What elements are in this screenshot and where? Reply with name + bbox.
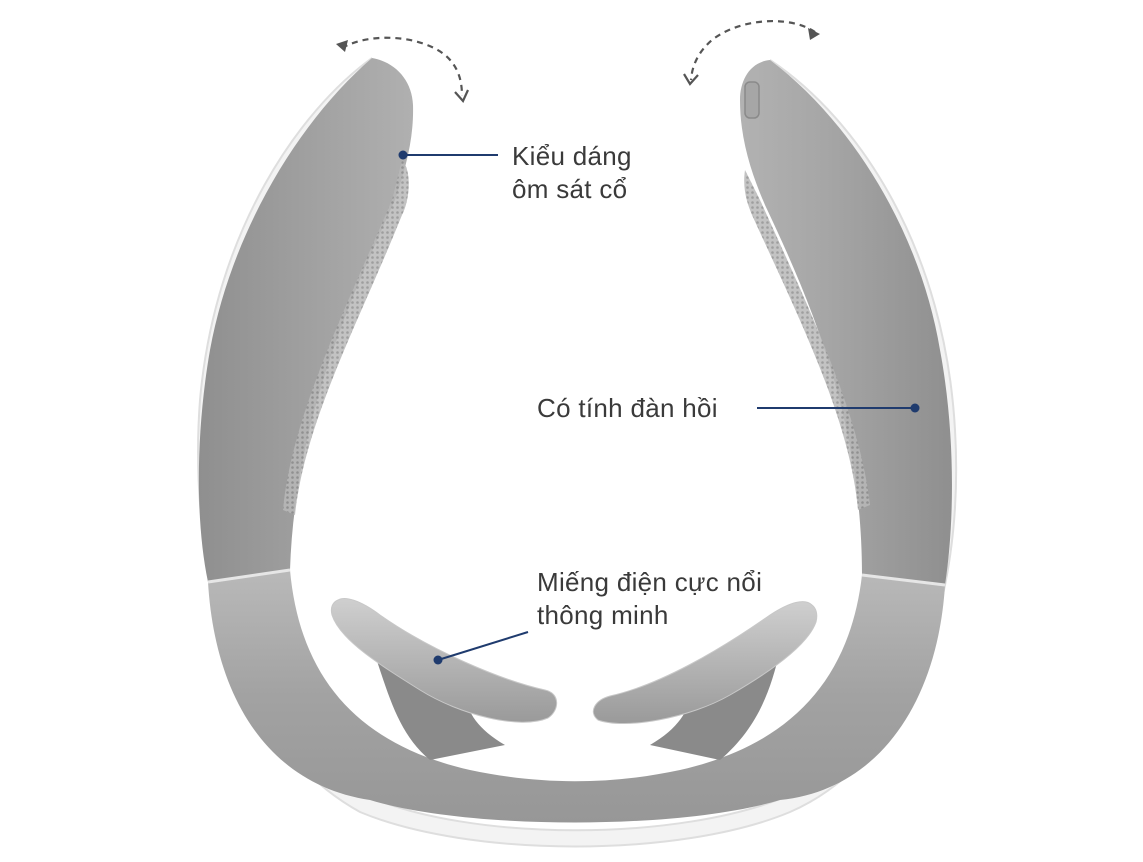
label-elastic: Có tính đàn hồi	[537, 392, 718, 425]
label-electrodes: Miếng điện cực nổi thông minh	[537, 566, 762, 632]
label-elastic-line-1: Có tính đàn hồi	[537, 393, 718, 423]
curved-arrow-left-icon	[336, 36, 470, 103]
left-electrode-pad	[330, 598, 558, 723]
leader-neck-fit	[398, 150, 498, 160]
power-button	[744, 81, 760, 119]
left-arm	[198, 58, 414, 582]
label-neck-fit-line-2: ôm sát cổ	[512, 174, 628, 204]
right-seam	[861, 573, 946, 587]
label-neck-fit-line-1: Kiểu dáng	[512, 141, 632, 171]
left-mesh-strip	[283, 160, 409, 515]
right-electrode-pad	[592, 601, 818, 725]
right-mesh-strip	[744, 170, 870, 510]
curved-arrow-right-icon	[683, 20, 820, 86]
label-electrodes-line-2: thông minh	[537, 600, 669, 630]
leader-electrodes	[433, 631, 529, 665]
bottom-band	[208, 570, 945, 823]
label-neck-fit: Kiểu dáng ôm sát cổ	[512, 140, 632, 206]
left-seam	[207, 568, 291, 584]
right-arm	[740, 60, 952, 585]
leader-elastic	[757, 403, 920, 413]
label-electrodes-line-1: Miếng điện cực nổi	[537, 567, 763, 597]
